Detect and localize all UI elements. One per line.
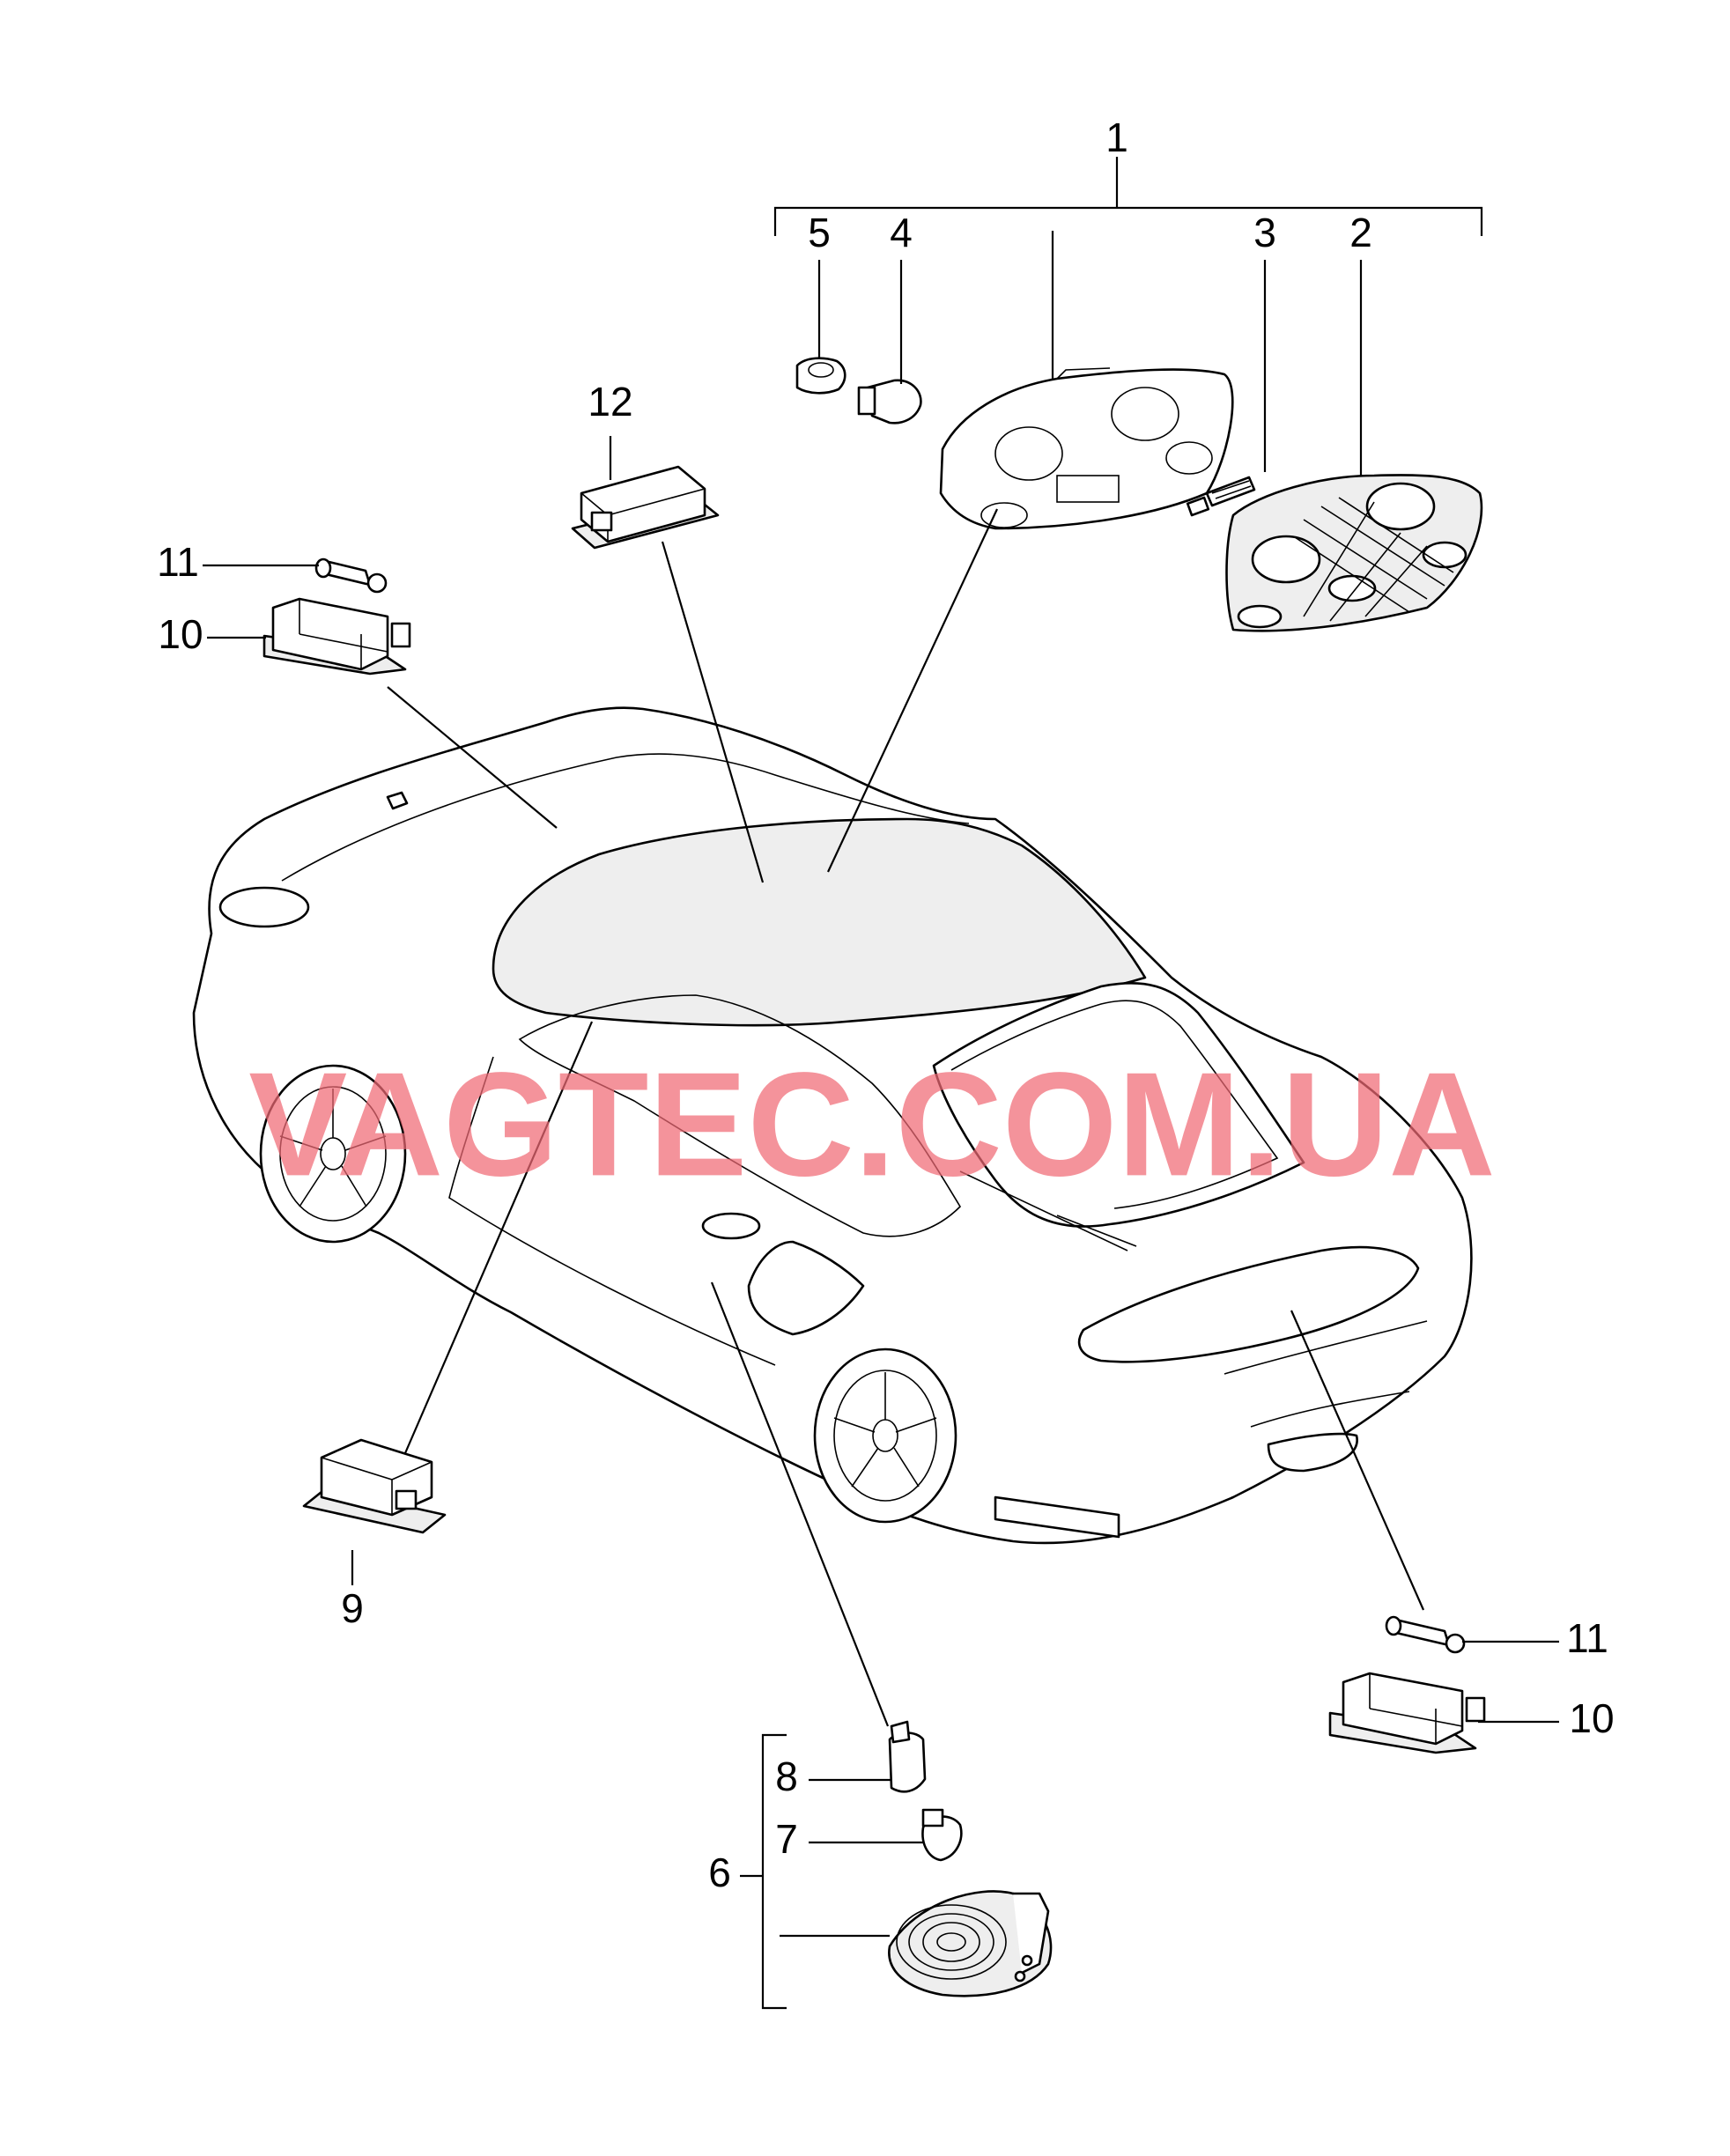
callout-12: 12 [588,379,632,425]
callout-6: 6 [708,1850,731,1895]
callout-11-upper: 11 [157,539,199,585]
front-light [218,886,310,928]
door-handle [701,1212,761,1240]
callout-11-lower: 11 [1566,1615,1608,1661]
part-8-bulb-socket [888,1720,927,1793]
car-rear-window-inner [950,1000,1279,1209]
rear-spoiler [1078,1245,1420,1363]
part-4-wedge-bulb [857,379,922,425]
watermark-text: VAGTEC.COM.UA [248,1041,1496,1207]
hood-badge [386,791,409,810]
car-door-line [448,1056,776,1366]
car-illustration [192,706,1473,1545]
callout-10-lower: 10 [1569,1695,1614,1741]
callout-2: 2 [1349,210,1372,255]
front-wheel [259,1064,407,1244]
part-9-control-unit [302,1438,447,1534]
part-12-control-unit [571,465,720,550]
callout-4: 4 [890,210,913,255]
callout-3: 3 [1253,210,1276,255]
part-3-festoon-bulb [1186,476,1256,517]
part-1-interior-lamp-housing [939,367,1234,530]
car-rear-window [932,981,1305,1228]
part-10-lamp-holder-lower [1328,1672,1486,1754]
part-2-lamp-cover [1225,474,1483,632]
part-5-bulb-socket [795,357,847,395]
side-air-intake [747,1240,865,1336]
callout-9: 9 [341,1585,364,1631]
callout-1: 1 [1105,114,1128,160]
callout-labels: 1 2 3 4 5 6 7 8 9 10 10 11 11 12 [157,114,1614,1895]
leader-lines [203,157,1559,2010]
callout-5: 5 [808,210,831,255]
rear-wheel [813,1348,957,1524]
callout-7: 7 [775,1816,798,1862]
car-roof-line [281,753,970,882]
car-roof [492,817,1147,1027]
car-side-window [518,994,962,1237]
part-7-bulb [921,1808,963,1862]
part-11-bulb-lower [1385,1615,1466,1654]
part-6-side-lamp [888,1890,1053,1997]
part-10-lamp-holder-upper [262,597,411,676]
rear-bumper [1224,1320,1428,1428]
rear-wiper [959,1170,1137,1252]
callout-10-upper: 10 [158,611,203,657]
rear-exhaust [1267,1432,1358,1473]
part-11-bulb-upper [314,557,388,594]
rear-lower-vent [994,1495,1120,1539]
callout-8: 8 [775,1754,798,1799]
